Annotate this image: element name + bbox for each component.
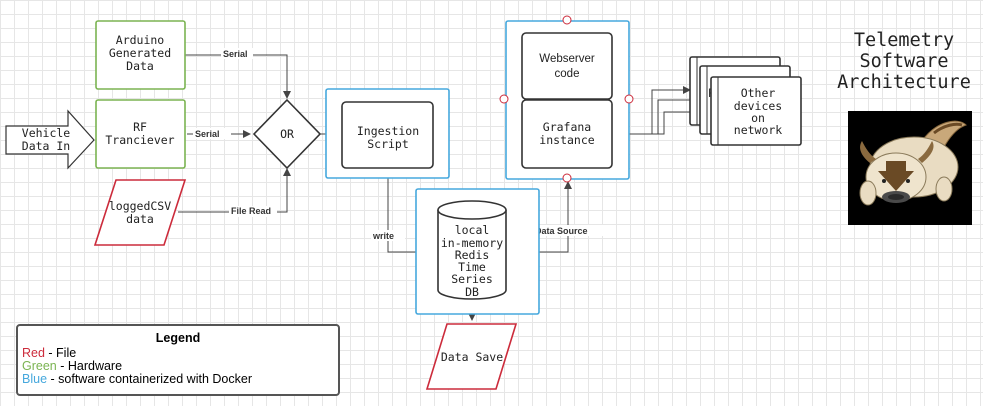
vehicle-label-1: Vehicle [22,126,71,140]
edge-label-file-read: File Read [231,206,271,216]
redis-label-6: DB [465,285,479,299]
connection-point[interactable] [624,94,634,104]
edge-label-write: write [372,231,394,241]
title-line-1: Telemetry [853,30,955,51]
grafana-container: Webserver code Grafana instance [499,15,634,183]
vehicle-label-2: Data In [22,139,70,153]
data-save-label: Data Save [441,350,503,364]
or-decision-node: OR [252,98,322,170]
ingestion-label-2: Script [367,137,409,151]
edge-label-serial-arduino: Serial [223,49,248,59]
edge-grafana-to-devices-3 [612,108,711,135]
legend-desc-hardware: - Hardware [56,359,123,373]
ingestion-label-1: Ingestion [357,124,419,138]
arduino-label-1: Arduino [116,33,165,47]
legend-title: Legend [155,331,201,345]
legend-item-docker: Blue - software containerized with Docke… [22,373,334,386]
edge-label-serial-rf: Serial [195,129,220,139]
logged-csv-node: loggedCSV data [93,179,187,246]
arduino-label-2: Generated [109,46,171,60]
legend: Legend Red - File Green - Hardware Blue … [16,324,340,396]
legend-desc-file: - File [44,346,77,360]
edge-labels: Serial Serial File Read write Data Sourc… [193,48,603,241]
logged-label-2: data [126,212,154,226]
legend-desc-docker: - software containerized with Docker [47,372,252,386]
redis-label-4: Time [458,260,486,274]
rf-tranciever-node: RF Tranciever [95,99,186,169]
legend-key-blue: Blue [22,372,48,386]
devices-label-2: devices [734,99,782,113]
devices-label-1: Other [741,86,776,100]
ingestion-container: Ingestion Script [325,88,450,179]
data-save-node: Data Save [425,323,518,390]
redis-label-5: Series [451,272,493,286]
legend-item-file: Red - File [22,347,334,360]
edge-arduino-to-or [157,54,291,99]
logged-label-1: loggedCSV [109,199,171,213]
redis-label-3: Redis [455,248,490,262]
vehicle-data-in-node: Vehicle Data In [5,109,95,170]
edge-label-data-source: Data Source [535,226,588,236]
connection-point[interactable] [562,15,572,25]
arduino-label-3: Data [126,59,154,73]
legend-key-green: Green [22,359,57,373]
rf-label-1: RF [133,120,147,134]
redis-container: local in-memory Redis Time Series DB [415,188,540,315]
other-devices-stack: P Other devices on network [689,56,802,146]
flying-bison-image [848,111,972,225]
or-label: OR [280,127,294,141]
legend-key-red: Red [22,346,45,360]
rf-label-2: Tranciever [105,133,174,147]
edge-logged-to-or [178,168,291,213]
title-line-3: Architecture [837,72,971,93]
grafana-label-2: instance [539,133,594,147]
legend-item-hardware: Green - Hardware [22,360,334,373]
diagram-title: Telemetry Software Architecture [826,30,982,93]
connection-point[interactable] [562,173,572,183]
arduino-node: Arduino Generated Data [95,20,186,90]
redis-label-1: local [455,223,490,237]
redis-label-2: in-memory [441,236,503,250]
grafana-label-1: Grafana [543,120,591,134]
webserver-label-2: code [555,68,580,80]
title-line-2: Software [859,51,949,72]
devices-label-4: network [734,123,783,137]
webserver-label-1: Webserver [539,53,595,65]
connection-point[interactable] [499,94,509,104]
devices-label-3: on [751,111,765,125]
